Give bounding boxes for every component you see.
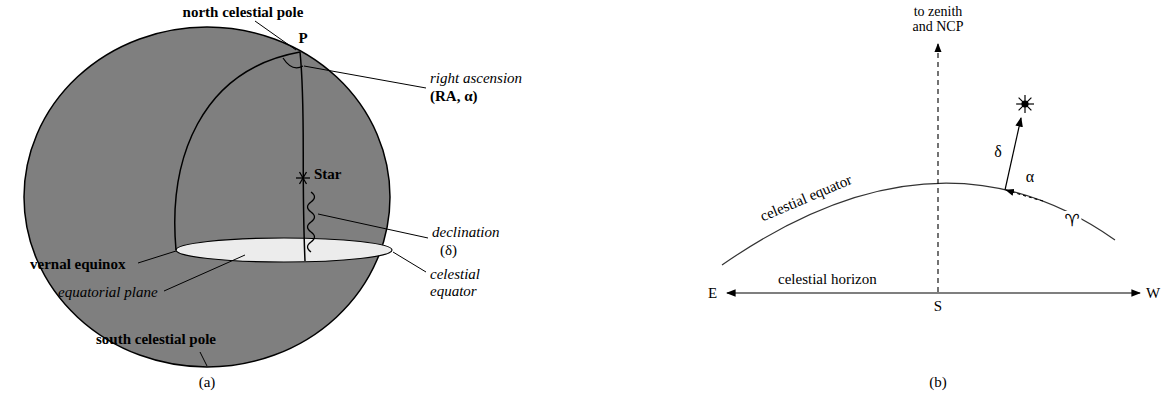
- zenith-arrow: [937, 44, 938, 292]
- angle-symbol-label: (RA, α): [430, 88, 478, 105]
- celestial-sphere: [24, 27, 390, 367]
- star-ray: [300, 172, 307, 184]
- angle-symbol-label: δ: [994, 143, 1002, 161]
- equinox-symbol: ♈: [1062, 211, 1081, 230]
- right-ascension-arrow: [1006, 190, 1043, 201]
- panel-label: (b): [929, 374, 947, 391]
- angle-symbol-label: α: [1026, 168, 1034, 186]
- declination-wave: [308, 192, 315, 252]
- leader-line: [318, 214, 428, 238]
- horizon-arrow: [727, 292, 1140, 293]
- leader-line: [200, 352, 207, 366]
- circle-label: celestial equator: [430, 266, 500, 299]
- leader-line: [255, 21, 296, 50]
- star-ray: [1019, 98, 1032, 111]
- pole-label: south celestial pole: [96, 331, 216, 348]
- angle-symbol-label: (δ): [440, 242, 457, 259]
- panel-label: (a): [199, 374, 216, 391]
- pole-label: north celestial pole: [183, 4, 304, 21]
- angle-label: declination: [432, 224, 500, 241]
- star-burst: [1016, 95, 1034, 113]
- equatorial-plane-disc: [176, 238, 392, 262]
- point-label: P: [298, 30, 307, 47]
- point-label: vernal equinox: [30, 256, 125, 273]
- leader-lines: [138, 21, 428, 366]
- star-core: [1022, 101, 1028, 107]
- horizon-label: celestial horizon: [778, 271, 877, 288]
- direction-label: to zenith and NCP: [903, 4, 973, 35]
- compass-label: E: [708, 285, 717, 302]
- star-label: Star: [314, 166, 342, 183]
- compass-label: W: [1146, 285, 1160, 302]
- compass-label: S: [934, 298, 942, 315]
- right-ascension-arc: [283, 58, 303, 68]
- star-asterisk: [296, 172, 310, 184]
- star-ray: [300, 172, 307, 184]
- celestial-equator-arc: [722, 183, 1115, 265]
- star-ray: [1019, 98, 1032, 111]
- angle-label: right ascension: [430, 70, 522, 87]
- equinox-meridian: [175, 52, 300, 250]
- leader-line: [138, 251, 176, 263]
- leader-line: [304, 66, 426, 88]
- declination-arrow: [1005, 118, 1021, 190]
- leader-line: [164, 255, 245, 291]
- star-meridian: [300, 52, 305, 261]
- plane-label: equatorial plane: [58, 284, 158, 301]
- leader-line: [393, 252, 426, 272]
